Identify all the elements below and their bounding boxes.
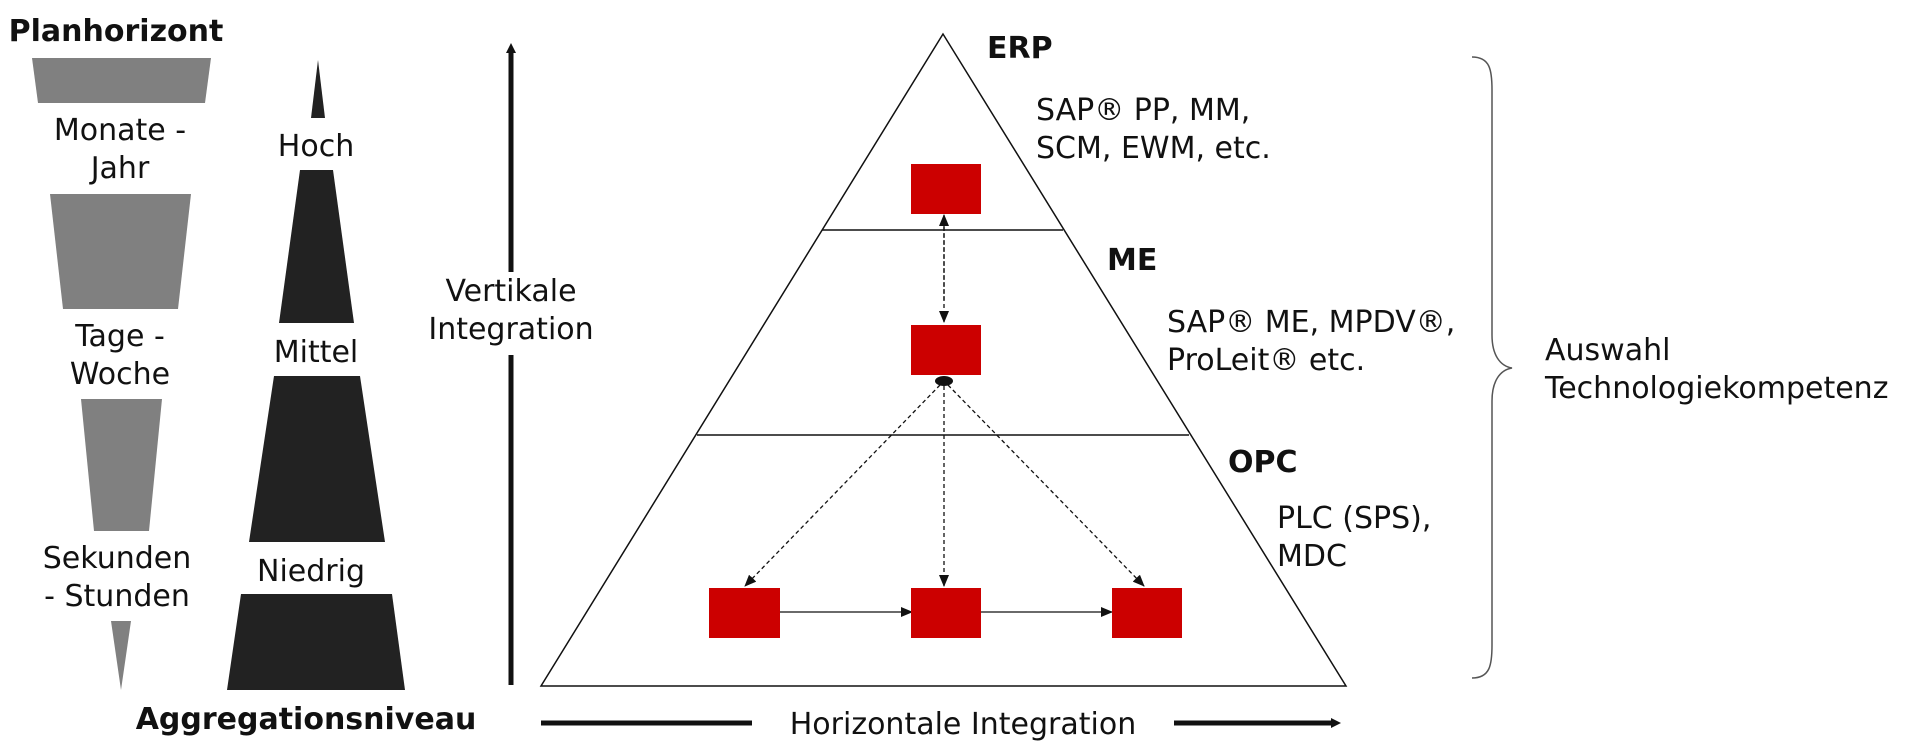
- plan-shape-tip: [111, 621, 131, 690]
- vertical-integration-line1: Vertikale: [445, 274, 576, 309]
- layer-me-name: ME: [1107, 243, 1157, 278]
- connector-me-opc-left: [744, 384, 941, 587]
- layer-me-desc-line2: ProLeit® etc.: [1167, 343, 1365, 378]
- plan-level-mid-line2: Woche: [70, 357, 170, 392]
- plan-shape-mid: [50, 194, 191, 309]
- opc-system-box-right: [1112, 588, 1182, 638]
- plan-level-low-line1: Sekunden: [43, 541, 192, 576]
- horizontal-integration-label: Horizontale Integration: [790, 707, 1136, 742]
- connector-me-opc-right: [947, 384, 1145, 587]
- agg-level-high: Hoch: [278, 129, 354, 164]
- plan-shape-low: [81, 399, 162, 531]
- plan-shape-top: [32, 58, 211, 103]
- layer-opc-desc-line1: PLC (SPS),: [1277, 501, 1431, 536]
- selection-line2: Technologiekompetenz: [1544, 371, 1888, 406]
- agg-level-mid: Mittel: [274, 335, 359, 370]
- layer-erp-desc-line1: SAP® PP, MM,: [1036, 93, 1250, 128]
- plan-level-mid-line1: Tage -: [74, 319, 165, 354]
- right-curly-brace: [1471, 56, 1513, 679]
- agg-shape-middle: [249, 376, 385, 542]
- layer-erp-desc-line2: SCM, EWM, etc.: [1036, 131, 1271, 166]
- plan-horizon-title: Planhorizont: [9, 14, 224, 49]
- opc-system-box-left: [709, 588, 780, 638]
- automation-pyramid: [539, 32, 1348, 687]
- vertical-integration-line2: Integration: [428, 312, 593, 347]
- agg-shape-upper: [279, 170, 354, 323]
- layer-erp-name: ERP: [987, 31, 1053, 66]
- layer-me-desc-line1: SAP® ME, MPDV®,: [1167, 305, 1455, 340]
- opc-system-box-center: [911, 588, 981, 638]
- me-junction: [935, 376, 953, 386]
- plan-level-top-line1: Monate -: [54, 113, 186, 148]
- plan-level-low-line2: - Stunden: [44, 579, 190, 614]
- erp-system-box: [911, 164, 981, 214]
- layer-opc-name: OPC: [1228, 445, 1298, 480]
- agg-level-low: Niedrig: [257, 554, 365, 589]
- agg-shape-tip: [311, 60, 325, 118]
- aggregation-title: Aggregationsniveau: [136, 702, 477, 737]
- me-system-box: [911, 325, 981, 375]
- selection-line1: Auswahl: [1545, 333, 1670, 368]
- plan-level-top-line2: Jahr: [89, 151, 150, 186]
- agg-shape-bottom: [227, 594, 405, 690]
- layer-opc-desc-line2: MDC: [1277, 539, 1347, 574]
